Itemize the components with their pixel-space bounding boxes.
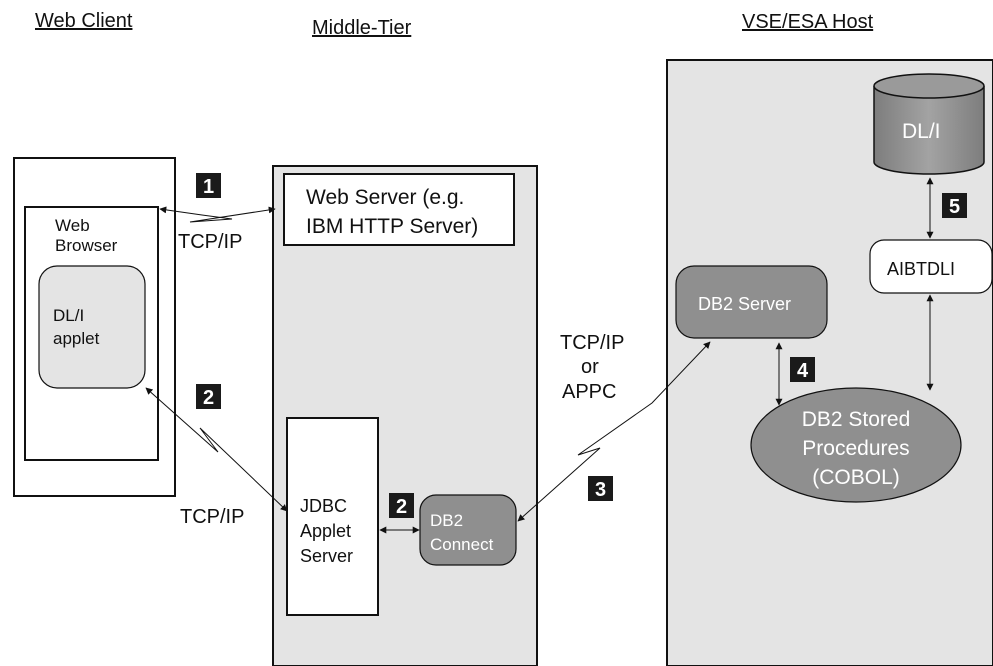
middle-tier-heading: Middle-Tier (312, 17, 412, 39)
jdbc-label-3: Server (300, 546, 353, 566)
connection-browser-webserver (159, 206, 276, 223)
db2-connect-label-1: DB2 (430, 511, 463, 530)
aibtdli-label: AIBTDLI (887, 259, 955, 279)
tcpip-label-1: TCP/IP (178, 231, 242, 253)
step-badge-4: 4 (790, 357, 815, 382)
web-browser-label-1: Web (55, 216, 90, 235)
web-server-label-1: Web Server (e.g. (306, 186, 464, 209)
svg-text:2: 2 (203, 387, 214, 409)
host-protocol-label-1: TCP/IP (560, 332, 624, 354)
db2-server-label: DB2 Server (698, 294, 791, 314)
aibtdli-box (869, 239, 993, 294)
svg-text:5: 5 (949, 196, 960, 218)
db2-connect-box (419, 494, 517, 566)
stored-procedures-label-1: DB2 Stored (802, 408, 911, 431)
web-browser-label-2: Browser (55, 236, 118, 255)
step-badge-2b: 2 (389, 493, 414, 518)
jdbc-label-2: Applet (300, 521, 351, 541)
web-client-heading: Web Client (35, 10, 133, 32)
step-badge-1: 1 (196, 173, 221, 198)
connection-db2connect-db2server (517, 341, 711, 522)
host-heading: VSE/ESA Host (742, 11, 874, 33)
stored-procedures-label-3: (COBOL) (812, 466, 900, 489)
dli-database-icon (873, 73, 985, 175)
dli-database-label: DL/I (902, 120, 941, 143)
db2-stored-procedures-shape (750, 387, 962, 503)
svg-text:1: 1 (203, 176, 214, 198)
connection-applet-jdbc (145, 387, 288, 512)
step-badge-3: 3 (588, 476, 613, 501)
jdbc-applet-server-box (286, 417, 379, 616)
web-server-box (283, 173, 515, 246)
step-badge-5: 5 (942, 193, 967, 218)
jdbc-label-1: JDBC (300, 496, 347, 516)
web-server-label-2: IBM HTTP Server) (306, 215, 478, 238)
svg-text:4: 4 (797, 360, 809, 382)
db2-connect-label-2: Connect (430, 535, 494, 554)
stored-procedures-label-2: Procedures (802, 437, 909, 460)
dli-applet-label-1: DL/I (53, 306, 84, 325)
tcpip-label-2: TCP/IP (180, 506, 244, 528)
dli-applet-box (38, 265, 146, 389)
db2-server-box (675, 265, 828, 339)
host-protocol-label-2: or (581, 356, 599, 378)
host-protocol-label-3: APPC (562, 381, 616, 403)
dli-applet-label-2: applet (53, 329, 100, 348)
step-badge-2a: 2 (196, 384, 221, 409)
svg-text:2: 2 (396, 496, 407, 518)
svg-text:3: 3 (595, 479, 606, 501)
